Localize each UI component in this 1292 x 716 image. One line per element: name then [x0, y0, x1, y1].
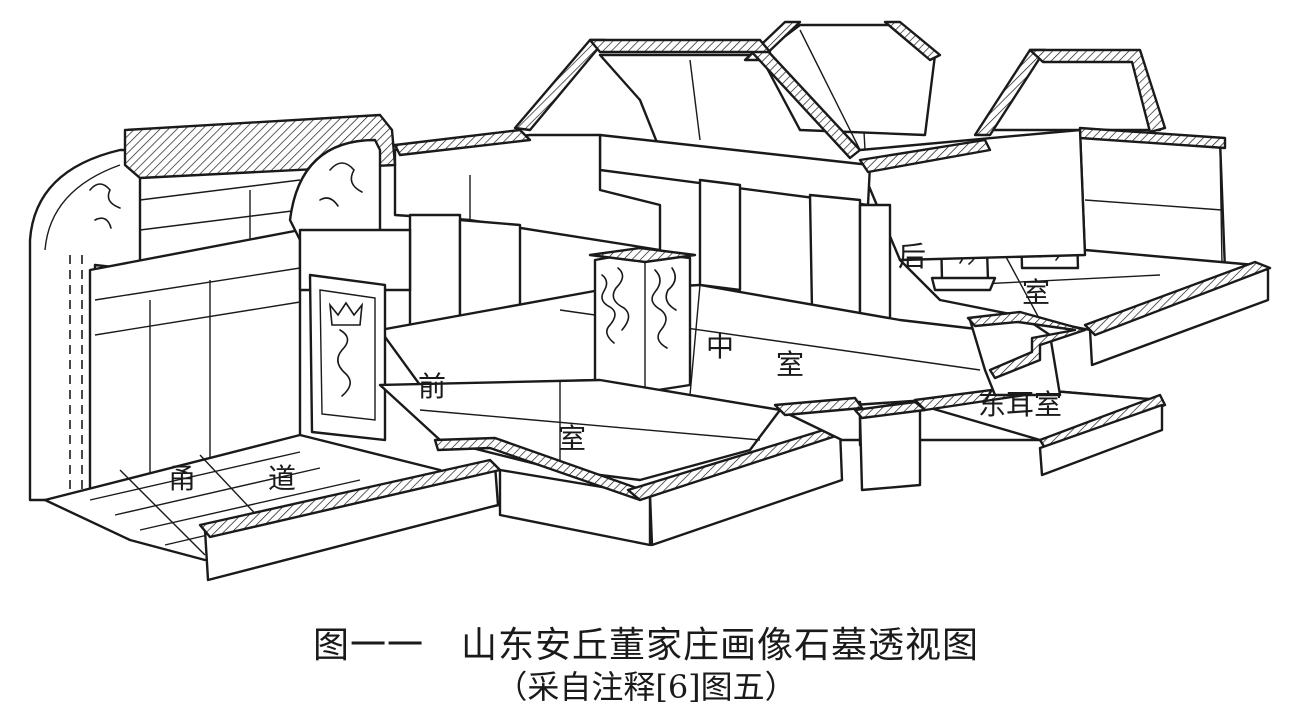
- tomb-perspective-drawing: 甬 道 前 室 中 室 后 室 东耳室: [28, 20, 1272, 582]
- front-chamber-label-1: 前: [418, 370, 446, 403]
- corridor-entrance: [28, 113, 502, 582]
- front-chamber-label-2: 室: [558, 422, 586, 455]
- rear-chamber-label-1: 后: [898, 240, 926, 273]
- middle-chamber-label-1: 中: [706, 330, 734, 363]
- figure-caption-source: （采自注释[6]图五）: [495, 668, 797, 706]
- east-side-chamber: [853, 310, 1167, 492]
- middle-chamber-pillar: [588, 246, 697, 394]
- east-side-chamber-label: 东耳室: [978, 388, 1062, 421]
- rear-chamber-label-2: 室: [1022, 276, 1050, 309]
- figure-caption-title: 图一一 山东安丘董家庄画像石墓透视图: [312, 625, 979, 666]
- front-chamber: [378, 378, 864, 547]
- chamber-labels: 甬 道 前 室 中 室 后 室 东耳室: [168, 240, 1062, 495]
- corridor-label-2: 道: [268, 462, 296, 495]
- corridor-label-1: 甬: [168, 462, 196, 495]
- middle-chamber-label-2: 室: [776, 348, 804, 381]
